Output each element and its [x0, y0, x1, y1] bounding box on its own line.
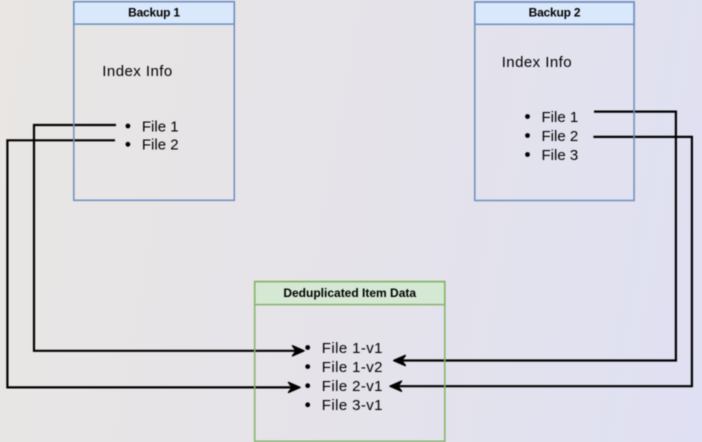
- svg-text:File 2: File 2: [542, 128, 579, 145]
- svg-text:File 2: File 2: [142, 137, 179, 154]
- svg-text:File 1: File 1: [542, 109, 579, 126]
- svg-text:Backup 2: Backup 2: [529, 6, 581, 20]
- svg-text:File 1-v2: File 1-v2: [322, 359, 383, 376]
- svg-text:Backup 1: Backup 1: [128, 5, 180, 19]
- svg-text:File 3: File 3: [542, 147, 579, 164]
- svg-text:File 1: File 1: [142, 118, 179, 135]
- svg-text:Deduplicated Item Data: Deduplicated Item Data: [283, 286, 416, 300]
- svg-text:Index Info: Index Info: [102, 63, 172, 80]
- svg-text:Index Info: Index Info: [502, 54, 572, 71]
- svg-text:File 3-v1: File 3-v1: [322, 397, 383, 414]
- svg-text:File 2-v1: File 2-v1: [322, 378, 383, 395]
- svg-text:File 1-v1: File 1-v1: [322, 340, 383, 357]
